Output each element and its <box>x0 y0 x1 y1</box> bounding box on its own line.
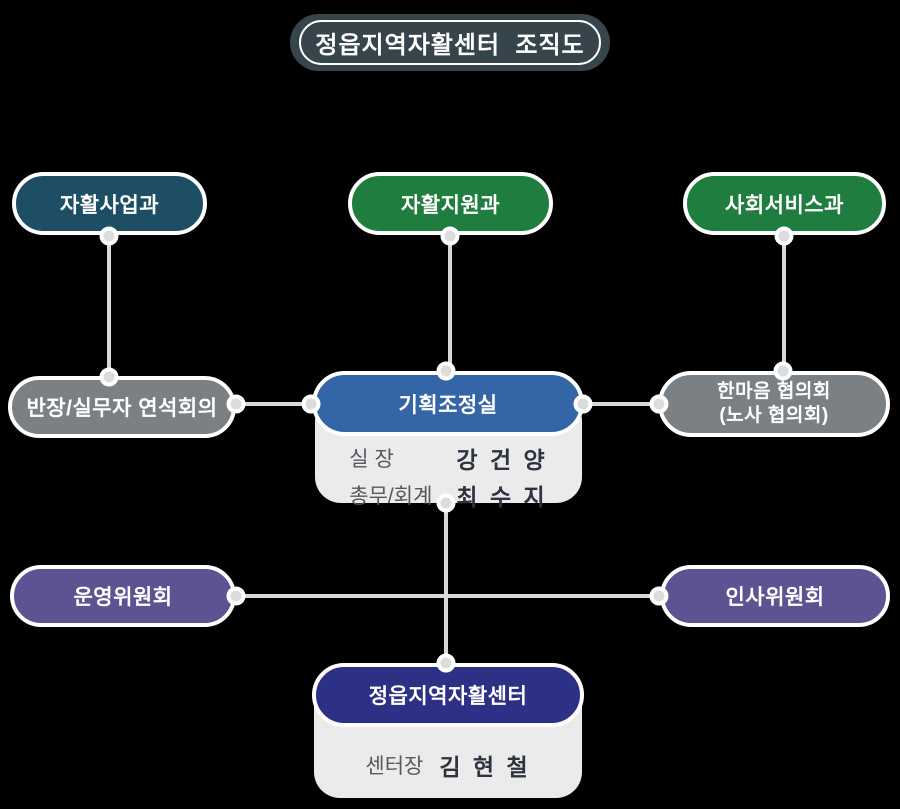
node-hanmaeum-hyeobuihoe: 한마음 협의회 (노사 협의회) <box>658 371 890 437</box>
node-banjang-yeonseok: 반장/실무자 연석회의 <box>8 376 236 438</box>
connector-dot <box>99 226 119 246</box>
connector-line-left-vertical <box>107 234 111 378</box>
staff-name: 강 건 양 <box>456 447 548 473</box>
connector-dot <box>226 394 246 414</box>
node-label: 인사위원회 <box>725 586 825 609</box>
staff-role: 총무/회계 <box>349 485 433 508</box>
connector-dot <box>226 586 246 606</box>
staff-name: 김 현 철 <box>439 754 531 780</box>
chart-title-pill: 정읍지역자활센터 조직도 <box>290 14 610 71</box>
staff-role: 센터장 <box>365 755 424 778</box>
node-insa-wiwonhoe: 인사위원회 <box>660 565 890 627</box>
connector-dot <box>773 361 793 381</box>
gihoek-staff-list: 실 장 강 건 양 총무/회계 최 수 지 <box>315 441 582 512</box>
node-jahwal-jiwon-gwa: 자활지원과 <box>348 172 553 235</box>
connector-line-center-vertical-bottom <box>444 503 448 664</box>
connector-line-left-horizontal <box>236 402 312 406</box>
connector-dot <box>436 653 456 673</box>
connector-dot <box>573 394 593 414</box>
node-label-line2: (노사 협의회) <box>719 405 829 426</box>
connector-line-committee-horizontal <box>236 594 660 598</box>
connector-dot <box>99 367 119 387</box>
staff-name: 최 수 지 <box>456 484 548 510</box>
connector-line-center-vertical-top <box>448 234 452 372</box>
node-gihoek-jojeongsil: 기획조정실 <box>312 371 584 436</box>
connector-line-right-horizontal <box>583 402 660 406</box>
chart-title: 정읍지역자활센터 조직도 <box>315 32 585 59</box>
connector-line-right-vertical <box>782 234 786 372</box>
node-label: 자활지원과 <box>400 193 501 217</box>
connector-dot <box>649 394 669 414</box>
connector-dot <box>301 394 321 414</box>
connector-dot <box>649 586 669 606</box>
node-unyeong-wiwonhoe: 운영위원회 <box>10 565 236 627</box>
connector-dot <box>436 361 456 381</box>
node-label: 기획조정실 <box>398 393 498 417</box>
node-label: 정읍지역자활센터 <box>368 685 528 708</box>
node-label: 반장/실무자 연석회의 <box>26 397 218 420</box>
node-label: 사회서비스과 <box>725 193 844 217</box>
node-label: 자활사업과 <box>59 193 160 217</box>
connector-dot <box>436 493 456 513</box>
node-label: 운영위원회 <box>73 586 173 609</box>
staff-role: 실 장 <box>349 448 394 471</box>
connector-dot <box>774 226 794 246</box>
node-jeongeup-center: 정읍지역자활센터 <box>312 663 584 727</box>
connector-dot <box>440 226 460 246</box>
center-staff-row: 센터장 김 현 철 <box>314 748 582 782</box>
node-label-line1: 한마음 협의회 <box>717 381 831 403</box>
